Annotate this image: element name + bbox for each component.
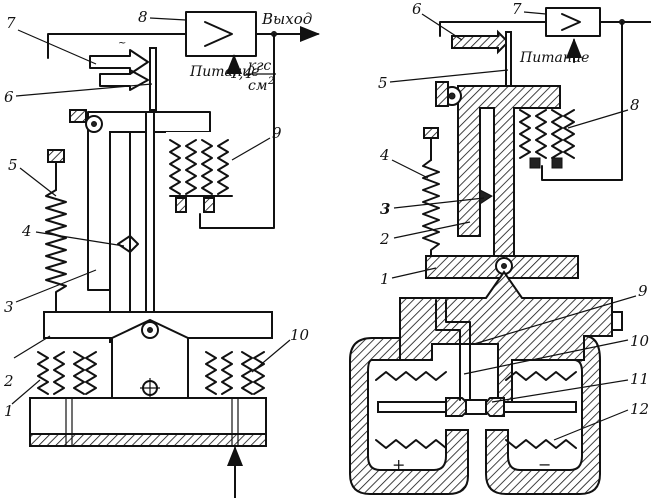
label-2-left: 2 (3, 372, 14, 390)
pressure-unit-den: см (248, 78, 267, 94)
label-8-left: 8 (138, 8, 148, 26)
right-leaders: 6 7 5 8 4 3 2 1 9 10 11 12 (378, 0, 650, 441)
nozzle-6 (451, 29, 510, 55)
channel-10 (445, 299, 471, 401)
right-supply-label: Питание (519, 50, 589, 66)
label-6-right: 6 (412, 0, 422, 18)
label-6-left: 6 (4, 88, 14, 106)
chamber-minus (485, 334, 601, 495)
label-4-right: 4 (379, 146, 390, 164)
output-label: Выход (261, 10, 312, 28)
label-2-right: 2 (379, 230, 390, 248)
main-body (399, 270, 613, 411)
label-5-left: 5 (8, 156, 18, 174)
label-12-right: 12 (630, 400, 649, 418)
label-11-right: 11 (630, 370, 649, 388)
bellows-8 (519, 109, 575, 169)
label-7-right: 7 (512, 0, 522, 18)
label-9-right: 9 (638, 282, 648, 300)
bellows-9 (166, 132, 233, 213)
amplifier-box-8 (185, 11, 257, 57)
pressure-value: 1,4 (230, 66, 252, 82)
feedback-line (199, 33, 275, 229)
flapper-6 (149, 47, 157, 111)
left-leaders: 7 8 6 5 4 3 2 1 9 10 (3, 8, 310, 420)
pressure-unit-num: кгс (248, 58, 271, 74)
upper-lever (457, 85, 561, 263)
right-diagram: Питание (349, 7, 651, 495)
plus-sign: + (392, 455, 405, 474)
membrane-right (503, 371, 577, 449)
label-3-left: 3 (4, 298, 14, 316)
base-block (29, 397, 267, 435)
label-8-right: 8 (630, 96, 640, 114)
label-4-left: 4 (21, 222, 32, 240)
amplifier-box-7 (545, 7, 601, 37)
chamber-plus (349, 337, 469, 495)
flapper-5 (505, 31, 512, 89)
label-3-right: 3 (380, 200, 390, 218)
label-1-left: 1 (4, 402, 14, 420)
spring-5 (45, 149, 67, 313)
label-7-left: 7 (6, 14, 16, 32)
nozzle-line (47, 33, 187, 59)
membrane-left (375, 371, 449, 449)
minus-sign: − (538, 455, 551, 474)
block-3 (479, 189, 493, 205)
label-1-right: 1 (380, 270, 390, 288)
nozzle-7: ~ (89, 38, 149, 91)
label-10-right: 10 (630, 332, 650, 350)
bellows-1 (37, 351, 97, 395)
knife-edge-4 (117, 235, 139, 253)
bellows-10 (205, 351, 265, 395)
pressure-unit-exp: 2 (267, 76, 274, 87)
svg-text:~: ~ (118, 38, 126, 49)
label-5-right: 5 (378, 74, 388, 92)
label-10-left: 10 (290, 326, 310, 344)
supply-label: Питание (189, 64, 259, 80)
label-9-left: 9 (272, 124, 282, 142)
left-diagram: Выход Питание 1,4 кгс см 2 ~ (29, 10, 320, 498)
spring-4 (422, 127, 440, 263)
channel-9 (435, 299, 461, 401)
